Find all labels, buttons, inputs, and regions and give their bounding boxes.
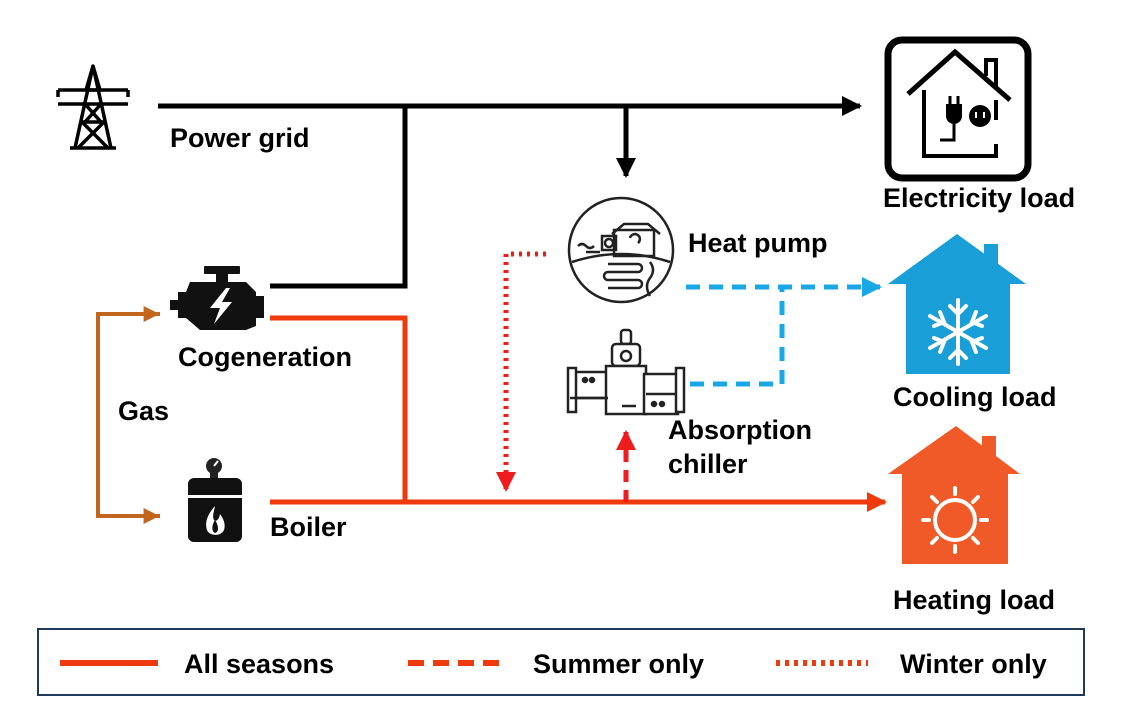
boiler-flame-icon: [188, 458, 242, 542]
engine-icon: [170, 266, 264, 330]
transmission-tower-icon: [56, 64, 130, 150]
house-plug-icon: [884, 36, 1032, 182]
absorption-chiller-label-line1: Absorption: [668, 415, 812, 445]
heat-flows: [270, 315, 887, 512]
absorption-chiller-label-line2: chiller: [668, 449, 748, 479]
house-sun-icon: [888, 426, 1020, 564]
heat-pump-label: Heat pump: [688, 228, 828, 258]
gas-label: Gas: [118, 396, 169, 426]
gas-flows: [96, 306, 160, 524]
heating-load-label: Heating load: [893, 585, 1055, 615]
legend-all-seasons-label: All seasons: [184, 649, 334, 679]
electricity-load-label: Electricity load: [883, 183, 1075, 213]
cooling-flows: [686, 277, 882, 387]
electricity-flows: [158, 96, 862, 289]
boiler-label: Boiler: [270, 512, 347, 542]
legend: All seasons Summer only Winter only: [37, 628, 1085, 696]
chiller-machine-icon: [566, 328, 686, 416]
chiller-to-cooling-line: [690, 287, 785, 387]
heat-pump-icon: [567, 196, 675, 304]
cogeneration-label: Cogeneration: [178, 342, 352, 372]
legend-winter-only-label: Winter only: [900, 649, 1047, 679]
cogeneration-electric-line: [270, 106, 408, 289]
house-snowflake-icon: [888, 234, 1026, 374]
power-grid-label: Power grid: [170, 123, 310, 153]
cogeneration-heat-line: [270, 315, 408, 502]
legend-summer-only-label: Summer only: [533, 649, 704, 679]
legend-box: [37, 628, 1085, 696]
heat-pump-winter-heat-line: [496, 251, 546, 492]
cooling-load-label: Cooling load: [893, 382, 1056, 412]
